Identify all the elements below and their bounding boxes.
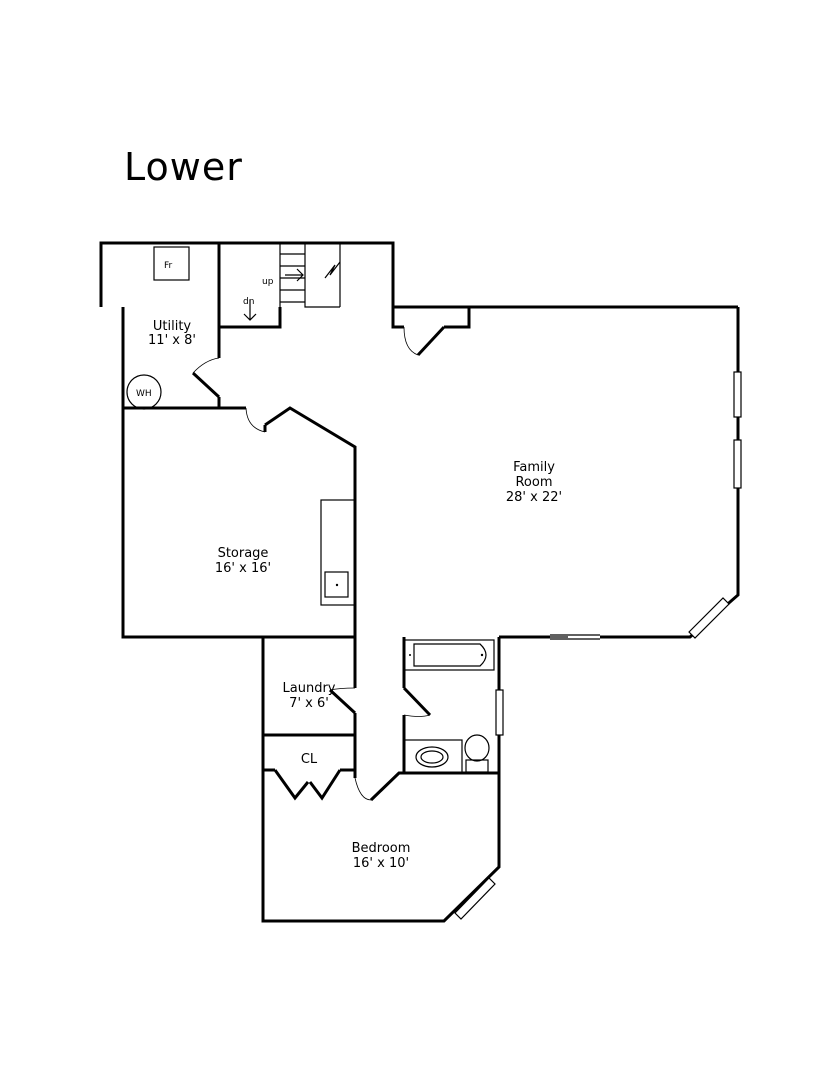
- water-heater-label: WH: [136, 389, 152, 399]
- stairs-down-label: dn: [243, 297, 254, 307]
- utility-name: Utility: [153, 319, 192, 334]
- bath-sink: [403, 739, 463, 774]
- water-heater: WH: [126, 374, 162, 410]
- utility-size: 11' x 8': [148, 333, 196, 348]
- floor-title: Lower: [124, 145, 243, 189]
- toilet: [464, 734, 490, 773]
- storage-counter: [320, 499, 356, 606]
- bedroom-name: Bedroom: [352, 841, 411, 856]
- room-labels: Utility 11' x 8' Family Room 28' x 22' S…: [148, 319, 562, 871]
- doors: [191, 325, 446, 801]
- storage-name: Storage: [218, 546, 269, 561]
- fridge: Fr: [153, 246, 190, 281]
- family-room-name-2: Room: [515, 475, 552, 490]
- closet-name: CL: [301, 752, 318, 767]
- stairs: up dn: [243, 243, 341, 321]
- fridge-label: Fr: [164, 261, 173, 271]
- laundry-name: Laundry: [283, 681, 336, 696]
- storage-size: 16' x 16': [215, 561, 271, 576]
- walls: [99, 241, 740, 923]
- laundry-size: 7' x 6': [289, 696, 329, 711]
- bedroom-size: 16' x 10': [353, 856, 409, 871]
- stairs-up-label: up: [262, 277, 274, 287]
- family-room-name-1: Family: [513, 460, 555, 475]
- family-room-size: 28' x 22': [506, 490, 562, 505]
- windows: [454, 371, 742, 920]
- bathtub: [403, 639, 495, 671]
